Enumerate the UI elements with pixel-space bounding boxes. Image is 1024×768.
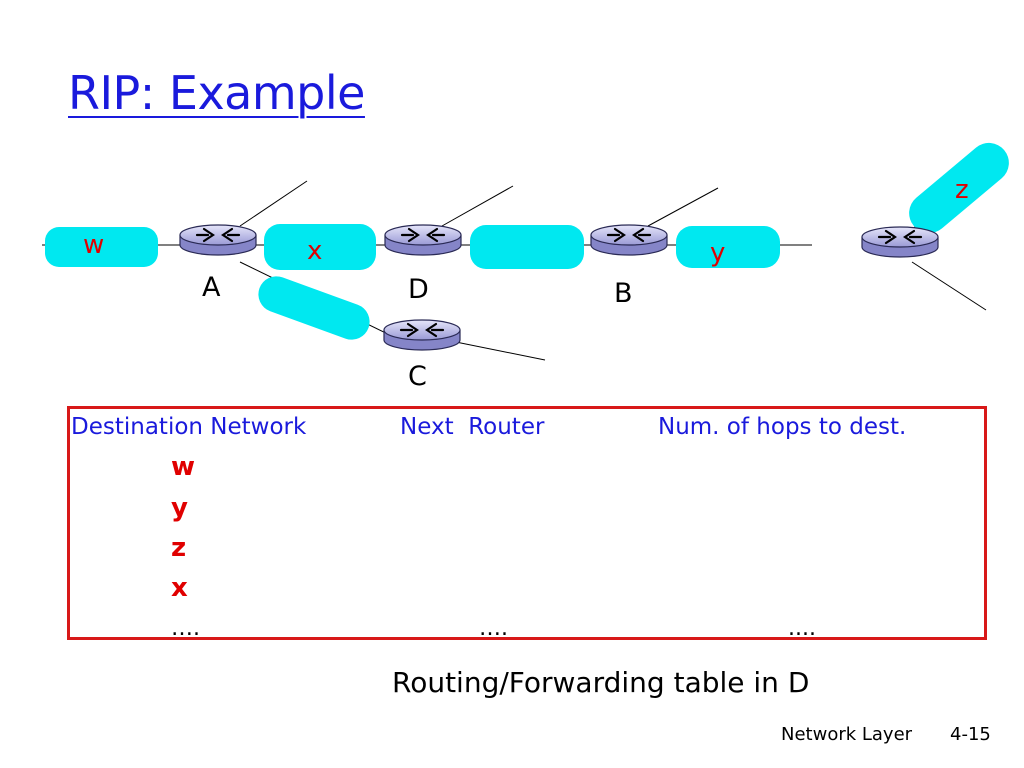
network-z-blob	[909, 142, 1009, 234]
links	[42, 180, 987, 361]
router-d-icon	[383, 223, 463, 257]
ellipsis-next-router: ….	[479, 616, 508, 641]
network-label-x: x	[307, 236, 322, 266]
footer-page-number: 4-15	[950, 724, 991, 745]
slide-title: RIP: Example	[68, 66, 365, 120]
link-b-stub	[647, 187, 719, 227]
destination-row-3: z	[171, 533, 187, 563]
link-z-router-down	[911, 261, 987, 311]
network-w-blob	[45, 227, 158, 267]
router-label-d: D	[408, 274, 429, 305]
link-c-stub	[445, 339, 546, 361]
destination-row-2: y	[171, 493, 188, 523]
router-a-icon	[178, 223, 258, 257]
destination-row-1: w	[171, 452, 196, 482]
network-diagram: w x y z A D B C	[42, 142, 1009, 392]
router-b-icon	[589, 223, 669, 257]
network-y-blob	[676, 226, 780, 268]
ellipsis-hops: ....	[788, 616, 816, 641]
network-x-blob	[264, 224, 376, 270]
routing-table: Destination Network Next Router Num. of …	[67, 406, 987, 641]
network-label-z: z	[955, 175, 969, 205]
table-caption: Routing/Forwarding table in D	[392, 666, 810, 699]
destination-row-4: x	[171, 573, 188, 603]
network-d-b-blob	[470, 225, 584, 269]
router-label-a: A	[202, 272, 221, 303]
column-header-next-router: Next Router	[400, 414, 545, 440]
network-label-y: y	[710, 238, 725, 268]
router-z-icon	[860, 225, 940, 259]
network-a-c-blob	[258, 276, 370, 340]
router-c-icon	[382, 318, 462, 352]
network-blobs	[45, 142, 1009, 340]
ellipsis-destination: ….	[171, 616, 200, 641]
footer-section-label: Network Layer	[781, 724, 913, 745]
link-a-stub	[239, 180, 308, 227]
column-header-hops: Num. of hops to dest.	[658, 414, 907, 440]
link-d-stub	[441, 185, 514, 227]
column-header-destination: Destination Network	[71, 414, 307, 440]
router-label-b: B	[614, 278, 633, 309]
network-label-w: w	[83, 230, 104, 260]
router-label-c: C	[408, 361, 427, 392]
